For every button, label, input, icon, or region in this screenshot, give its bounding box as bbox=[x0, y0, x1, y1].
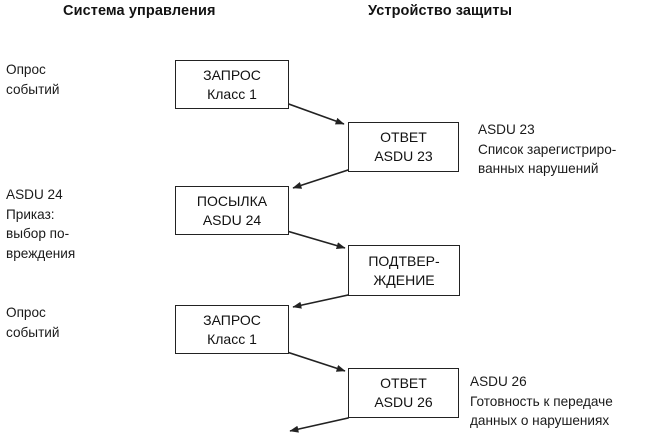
node-request-class1-second[interactable]: ЗАПРОС Класс 1 bbox=[175, 305, 289, 354]
node-line-1: ЗАПРОС bbox=[203, 311, 261, 328]
right-note-asdu23-description: ASDU 23 Список зарегистриро- ванных нару… bbox=[478, 122, 617, 176]
node-send-asdu24[interactable]: ПОСЫЛКА ASDU 24 bbox=[175, 186, 289, 235]
right-note-asdu26-description: ASDU 26 Готовность к передаче данных о н… bbox=[470, 374, 613, 428]
node-line-1: ОТВЕТ bbox=[380, 375, 427, 391]
node-answer-asdu23[interactable]: ОТВЕТ ASDU 23 bbox=[348, 122, 459, 172]
node-line-1: ЗАПРОС bbox=[203, 66, 261, 83]
column-header-control-system: Система управления bbox=[63, 3, 216, 19]
node-line-2: ASDU 26 bbox=[374, 394, 433, 410]
left-note-poll-events-2: Опрос событий bbox=[6, 305, 60, 340]
node-line-2: ASDU 23 bbox=[374, 148, 433, 164]
left-note-poll-events-1: Опрос событий bbox=[6, 62, 60, 97]
node-line-2: Класс 1 bbox=[207, 330, 257, 347]
node-confirmation[interactable]: ПОДТВЕР- ЖДЕНИЕ bbox=[348, 245, 460, 296]
node-line-1: ПОДТВЕР- bbox=[368, 252, 440, 269]
node-line-1: ПОСЫЛКА bbox=[196, 192, 268, 209]
node-line-2: ЖДЕНИЕ bbox=[373, 271, 435, 288]
node-request-class1-first[interactable]: ЗАПРОС Класс 1 bbox=[175, 60, 289, 109]
node-line-1: ОТВЕТ bbox=[380, 129, 427, 145]
left-note-asdu24-command: ASDU 24 Приказ: выбор по- вреждения bbox=[6, 187, 76, 261]
node-line-2: Класс 1 bbox=[207, 85, 257, 102]
node-answer-asdu26[interactable]: ОТВЕТ ASDU 26 bbox=[348, 368, 459, 418]
column-header-protection-device: Устройство защиты bbox=[368, 3, 513, 19]
node-line-2: ASDU 24 bbox=[202, 211, 262, 228]
